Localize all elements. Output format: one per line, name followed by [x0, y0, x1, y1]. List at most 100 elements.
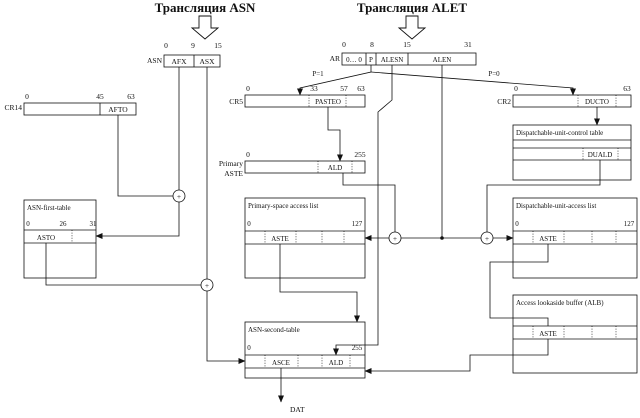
ar-bit-31: 31 [464, 40, 472, 49]
connector-primary-aste-to-adder [342, 173, 396, 232]
ar-register: 0 8 15 31 AR 0… 0 P ALESN ALEN [330, 40, 477, 66]
connector-cr5-to-primary-aste [327, 107, 343, 162]
ar-field-alen: ALEN [433, 56, 452, 64]
cr5-bit-57: 57 [340, 84, 348, 93]
adder-primary-space: + [388, 231, 402, 245]
adder-asn-first: + [172, 189, 186, 203]
asn-bit-9: 9 [191, 41, 195, 50]
asn-first-table-bit-31: 31 [90, 220, 98, 228]
cr5-register-name: CR5 [229, 97, 243, 106]
adder-du-access-symbol: + [485, 234, 489, 243]
ar-bit-0: 0 [342, 40, 346, 49]
cr2-register-name: CR2 [497, 97, 511, 106]
primary-space-access-list-bit-0: 0 [247, 220, 251, 228]
connector-p1-branch [297, 65, 372, 96]
connector-adder2-to-asn-second-table [206, 291, 246, 364]
cr14-bit-0: 0 [25, 92, 29, 101]
access-lookaside-buffer: Access lookaside buffer (ALB) ASTE [512, 294, 638, 374]
connector-adder-to-asn-first-table [95, 202, 180, 239]
cr2-register: 0 63 CR2 DUCTO [497, 84, 632, 108]
asn-first-table: ASN-first-table 0 26 31 ASTO [23, 199, 98, 279]
alet-translation-title: Трансляция ALET [357, 0, 467, 15]
duct-title: Dispatchable-unit-control table [516, 129, 603, 137]
cr14-bit-45: 45 [96, 92, 104, 101]
adder-primary-space-symbol: + [393, 234, 397, 243]
connectors [45, 65, 601, 403]
duct-table: Dispatchable-unit-control table DUALD [512, 124, 632, 181]
asn-bit-0: 0 [164, 41, 168, 50]
asn-field-asx: ASX [199, 57, 215, 66]
adder-asn-second: + [200, 278, 214, 292]
asn-second-table-bit-255: 255 [352, 344, 363, 352]
primary-aste: Primary ASTE 0 255 ALD [219, 150, 366, 178]
du-access-list-bit-127: 127 [624, 220, 635, 228]
asn-bit-15: 15 [214, 41, 222, 50]
primary-space-access-list-bit-127: 127 [352, 220, 363, 228]
asn-translation-title: Трансляция ASN [155, 0, 256, 15]
connector-asto-to-adder2 [45, 243, 201, 286]
asn-second-table-field-asce: ASCE [272, 359, 290, 367]
connector-alb-to-asn-second [364, 339, 549, 374]
primary-space-access-list: Primary-space access list 0 127 ASTE [244, 197, 366, 279]
asn-input-arrow [190, 15, 220, 40]
ar-register-name: AR [330, 54, 340, 63]
asn-second-table-field-ald: ALD [329, 359, 343, 367]
ar-bit-8: 8 [370, 40, 374, 49]
output-dat-label: DAT [290, 405, 305, 414]
connector-du-aste-to-alb [489, 244, 549, 326]
alet-input-arrow [397, 15, 427, 40]
cr2-bit-0: 0 [514, 84, 518, 93]
asn-first-table-bit-0: 0 [26, 220, 30, 228]
adder-asn-first-symbol: + [177, 192, 181, 201]
primary-space-access-list-title: Primary-space access list [248, 202, 318, 210]
ar-bit-15: 15 [403, 40, 411, 49]
cr14-bit-63: 63 [127, 92, 135, 101]
adder-asn-second-symbol: + [205, 281, 209, 290]
asn-second-table-title: ASN-second-table [248, 326, 300, 334]
branch-label-p0: P=0 [488, 70, 500, 78]
cr14-register-name: CR14 [4, 103, 22, 112]
asn-second-table-bit-0: 0 [247, 344, 251, 352]
cr14-register: 0 45 63 CR14 AFTO [4, 92, 137, 116]
cr5-bit-33: 33 [310, 84, 318, 93]
cr14-field-afto: AFTO [108, 105, 128, 114]
du-access-list-bit-0: 0 [515, 220, 519, 228]
duct-field-duald: DUALD [588, 151, 613, 159]
asn-first-table-field-asto: ASTO [37, 234, 55, 242]
asn-register-name: ASN [147, 56, 163, 65]
ar-field-p: P [369, 56, 373, 64]
alen-junction-dot [440, 236, 444, 240]
alb-title: Access lookaside buffer (ALB) [516, 299, 604, 307]
primary-aste-label-line1: Primary [219, 159, 243, 168]
cr2-field-ducto: DUCTO [585, 98, 609, 106]
connector-cr14-to-adder [117, 115, 174, 197]
cr5-register: 0 33 57 63 CR5 PASTEO [229, 84, 366, 108]
branch-label-p1: P=1 [312, 70, 324, 78]
connector-p0-branch [370, 71, 576, 96]
primary-aste-field-ald: ALD [328, 164, 342, 172]
cr2-bit-63: 63 [623, 84, 631, 93]
adder-du-access: + [480, 231, 494, 245]
du-access-list-title: Dispatchable-unit-access list [516, 202, 596, 210]
dispatchable-unit-access-list: Dispatchable-unit-access list 0 127 ASTE [512, 197, 638, 279]
connector-duct-to-adder [486, 160, 601, 232]
cr5-field-pasteo: PASTEO [315, 98, 341, 106]
asn-field-afx: AFX [171, 57, 187, 66]
du-access-list-field-aste: ASTE [539, 235, 557, 243]
cr5-bit-63: 63 [357, 84, 365, 93]
asn-first-table-bit-26: 26 [60, 220, 68, 228]
primary-aste-bit-0: 0 [246, 150, 250, 159]
ar-field-zeros: 0… 0 [346, 56, 362, 64]
primary-aste-bit-255: 255 [354, 150, 366, 159]
connector-primary-aste-to-asn-second [279, 244, 360, 323]
primary-space-access-list-field-aste: ASTE [271, 235, 289, 243]
asn-first-table-title: ASN-first-table [27, 204, 71, 212]
primary-aste-label-line2: ASTE [224, 169, 243, 178]
asn-register: 0 9 15 ASN AFX ASX [147, 41, 222, 68]
cr5-bit-0: 0 [246, 84, 250, 93]
alb-field-aste: ASTE [539, 330, 557, 338]
connector-alesn-down [333, 65, 393, 356]
asn-second-table: ASN-second-table 0 255 ASCE ALD [244, 321, 366, 379]
ar-field-alesn: ALESN [381, 56, 404, 64]
